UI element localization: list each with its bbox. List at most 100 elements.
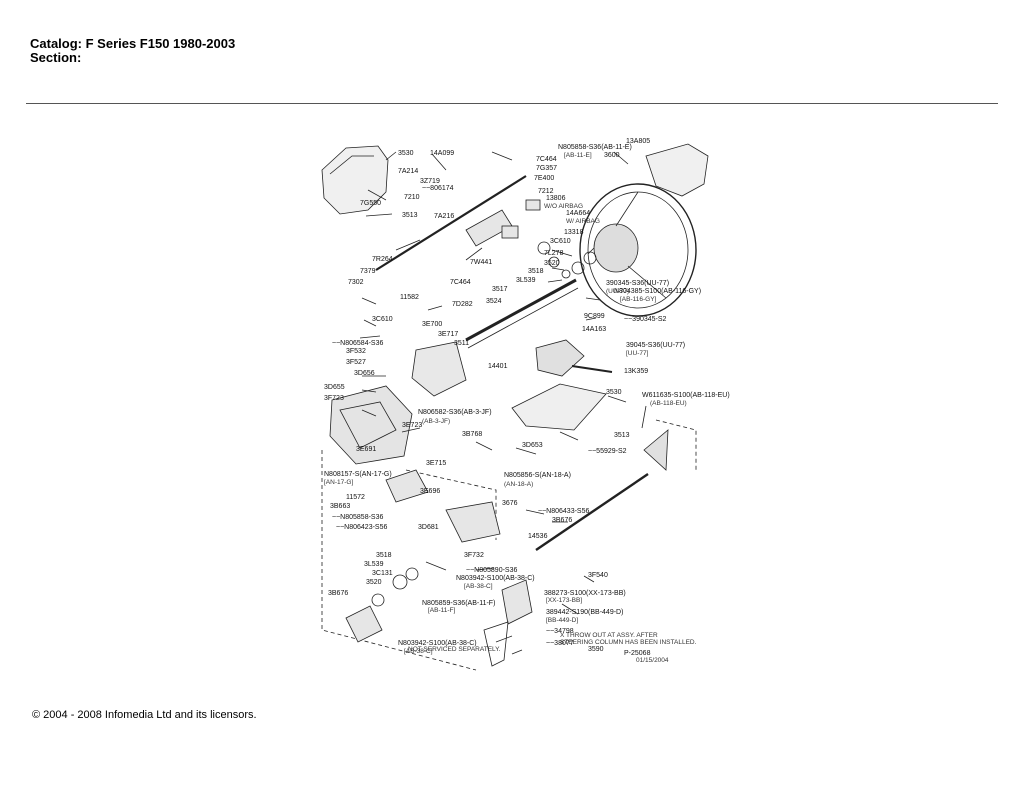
part-number-callout: 3C131 (372, 570, 393, 577)
part-number-callout: ~~N806584-S36 (332, 340, 384, 347)
part-number-callout: 11572 (346, 494, 365, 501)
part-number-callout: 3513 (402, 212, 418, 219)
part-number-callout: 14A163 (582, 326, 607, 333)
callout-note: W/ AIRBAG (566, 218, 600, 225)
callout-note: [AB-116-GY] (620, 296, 657, 303)
part-number-callout: 3676 (502, 500, 518, 507)
part-number-callout: 3F532 (346, 348, 366, 355)
part-number-callout: 13K359 (624, 368, 649, 375)
part-number-callout: 3F540 (588, 572, 608, 579)
part-number-callout: 11582 (400, 294, 419, 301)
part-number-callout: ~~806174 (422, 185, 454, 192)
header-divider (26, 103, 998, 104)
part-number-callout: N803942-S100(AB-38-C) (456, 575, 535, 582)
part-number-callout: 3517 (492, 286, 508, 293)
callout-note: (AB-118-EU) (650, 400, 687, 407)
part-number-callout: 39045-S36(UU-77) (626, 342, 686, 349)
part-number-callout: 13318 (564, 229, 584, 236)
part-number-callout: 14A099 (430, 150, 455, 157)
callout-note: (AN-18-A) (504, 481, 534, 488)
catalog-header: Catalog: F Series F150 1980-2003 Section… (30, 37, 235, 65)
callout-note: X THROW OUT AT ASSY. AFTER (560, 632, 658, 639)
part-number-callout: 388273-S100(XX-173-BB) (544, 590, 626, 597)
part-number-callout: 7R264 (372, 256, 393, 263)
callout-note: (UU-77) (606, 288, 630, 295)
callout-note: [XX-173-BB] (546, 597, 583, 604)
part-number-callout: 3F527 (346, 359, 366, 366)
callout-note: [BB-449-D] (546, 617, 579, 624)
callout-note: STEERING COLUMN HAS BEEN INSTALLED. (560, 639, 697, 646)
part-number-callout: 3B768 (462, 431, 483, 438)
section-title: Section: (30, 50, 82, 65)
diagram-artwork (321, 143, 709, 671)
part-number-callout: N804385-S100(AB-116-GY) (614, 288, 702, 295)
part-number-callout: 7A216 (434, 213, 455, 220)
part-number-callout: 3524 (486, 298, 502, 305)
part-number-callout: 3C610 (372, 316, 393, 323)
callout-note: W/O AIRBAG (544, 203, 584, 210)
part-number-callout: 3530 (398, 150, 414, 157)
part-number-callout: 7L278 (544, 250, 564, 257)
part-number-callout: 3L539 (364, 561, 384, 568)
part-number-callout: 3E696 (420, 488, 441, 495)
part-number-callout: 3E717 (438, 331, 459, 338)
part-number-callout: 7212 (538, 188, 554, 195)
part-number-callout: 9C899 (584, 313, 605, 320)
callout-note: [AB-11-F] (428, 607, 456, 614)
callout-note: (AB-3-JF) (422, 418, 451, 425)
part-number-callout: N805856-S(AN-18-A) (504, 472, 571, 479)
part-number-callout: 7G357 (536, 165, 558, 172)
part-number-callout: 3B676 (552, 517, 573, 524)
part-number-callout: ~~N805890-S36 (466, 567, 518, 574)
part-number-callout: 13806 (546, 195, 566, 202)
part-number-callout: 7C464 (536, 156, 557, 163)
part-number-callout: 13A805 (626, 138, 651, 145)
part-number-callout: 7D282 (452, 301, 473, 308)
callout-note: NOT SERVICED SEPARATELY. (408, 646, 501, 653)
part-number-callout: 3D681 (418, 524, 439, 531)
part-number-callout: 7C464 (450, 279, 471, 286)
part-number-callout: 3B663 (330, 503, 351, 510)
callout-note: [AB-11-E] (564, 152, 592, 159)
part-number-callout: 3590 (588, 646, 604, 653)
callout-note: [AB-38-C] (404, 648, 433, 655)
part-number-callout: 3518 (528, 268, 544, 275)
part-number-callout: 3511 (454, 340, 470, 347)
part-number-callout: 7E400 (534, 175, 555, 182)
part-number-callout: 3D656 (354, 370, 375, 377)
part-number-callout: 7W441 (470, 259, 493, 266)
part-number-callout: 7302 (348, 279, 364, 286)
part-number-callout: 3E723 (402, 422, 423, 429)
part-number-callout: 3B676 (328, 590, 349, 597)
part-number-callout: ~~N805858-S36 (332, 514, 384, 521)
part-number-callout: 3L539 (516, 277, 536, 284)
part-number-callout: 3E715 (426, 460, 447, 467)
callout-note: [UU-77] (626, 350, 649, 357)
part-number-callout: 3520 (366, 579, 382, 586)
part-number-callout: N808157-S(AN-17-G) (324, 471, 392, 478)
catalog-title: Catalog: F Series F150 1980-2003 (30, 36, 236, 51)
part-number-callout: 3E700 (422, 321, 443, 328)
part-number-callout: ~~N806433-S56 (538, 508, 590, 515)
part-number-callout: 3Z719 (420, 178, 440, 185)
part-number-callout: 3D655 (324, 384, 345, 391)
part-number-callout: 3F723 (324, 395, 344, 402)
part-number-callout: 389442-S190(BB-449-D) (546, 609, 624, 616)
part-number-callout: P-25068 (624, 650, 651, 657)
part-number-callout: W611635-S100(AB-118-EU) (642, 392, 730, 399)
part-number-callout: ~~N806423-S56 (336, 524, 388, 531)
part-number-callout: 3E691 (356, 446, 377, 453)
callout-note: [AB-38-C] (464, 583, 493, 590)
part-number-callout: N803942-S100(AB-38-C) (398, 640, 477, 647)
part-number-callout: 7210 (404, 194, 420, 201)
part-number-callout: 7379 (360, 268, 376, 275)
part-number-callout: 3600 (604, 152, 620, 159)
copyright-notice: © 2004 - 2008 Infomedia Ltd and its lice… (32, 709, 257, 721)
part-number-callout: N805859-S36(AB-11-F) (422, 600, 496, 607)
part-number-callout: 3513 (614, 432, 630, 439)
part-number-callout: 3D653 (522, 442, 543, 449)
callout-note: [AN-17-G] (324, 479, 354, 486)
part-number-callout: ~~38077 (546, 640, 574, 647)
callout-note: 01/15/2004 (636, 657, 669, 664)
